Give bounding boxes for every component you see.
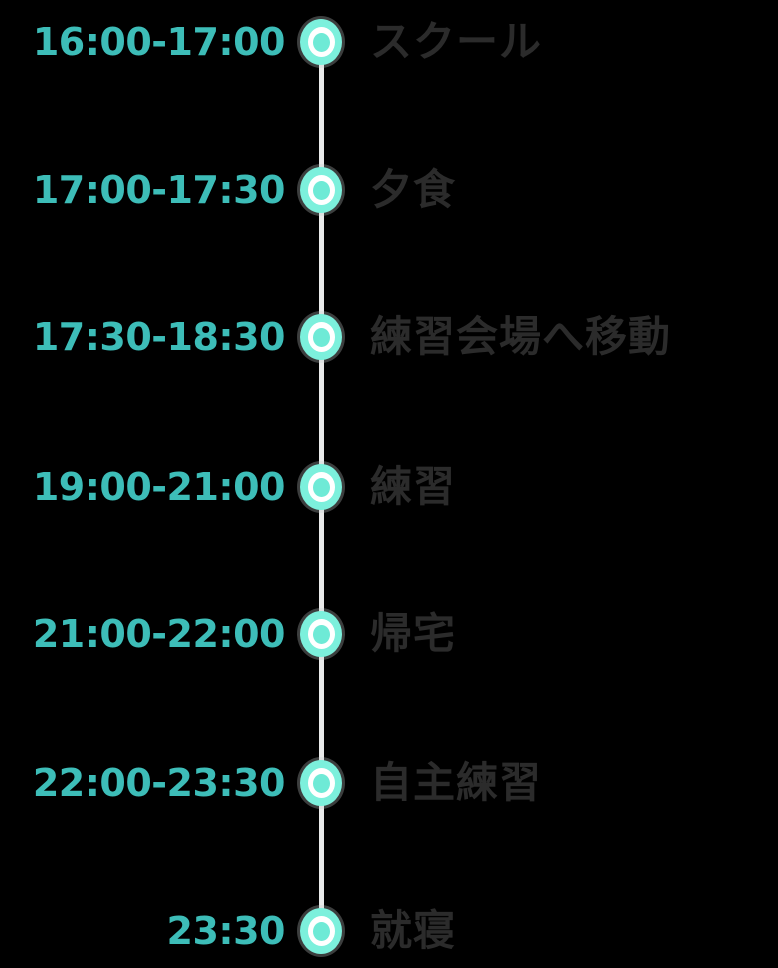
timeline-time-label: 16:00-17:00 (32, 20, 286, 64)
timeline-time-label: 23:30 (166, 909, 286, 953)
timeline-event-label: 夕食 (370, 165, 457, 214)
timeline-marker-ring (307, 175, 335, 205)
timeline-time-label: 17:00-17:30 (32, 168, 286, 212)
timeline-row[interactable]: 16:00-17:00 スクール (0, 5, 778, 79)
timeline-marker-ring (307, 322, 335, 352)
timeline-marker-icon[interactable] (300, 908, 342, 954)
timeline-time-label: 21:00-22:00 (32, 612, 286, 656)
timeline-time-label: 17:30-18:30 (32, 315, 286, 359)
timeline-marker-icon[interactable] (300, 19, 342, 65)
timeline-row[interactable]: 23:30 就寝 (0, 894, 778, 968)
timeline-marker-core (312, 477, 330, 497)
timeline-marker-cell (285, 760, 357, 806)
timeline-marker-icon[interactable] (300, 314, 342, 360)
timeline-marker-core (312, 180, 330, 200)
timeline-marker-cell (285, 464, 357, 510)
timeline-marker-ring (307, 472, 335, 502)
timeline-marker-cell (285, 167, 357, 213)
timeline-row[interactable]: 19:00-21:00 練習 (0, 450, 778, 524)
timeline-marker-ring (307, 768, 335, 798)
timeline-marker-ring (307, 619, 335, 649)
timeline-row[interactable]: 21:00-22:00 帰宅 (0, 597, 778, 671)
timeline-marker-ring (307, 916, 335, 946)
timeline-event-label: 練習 (370, 462, 457, 511)
timeline-row[interactable]: 17:30-18:30 練習会場へ移動 (0, 300, 778, 374)
timeline-event-label: 自主練習 (370, 758, 543, 807)
timeline-marker-cell (285, 908, 357, 954)
timeline-time-label: 22:00-23:30 (32, 761, 286, 805)
timeline-marker-icon[interactable] (300, 611, 342, 657)
timeline-event-label: 練習会場へ移動 (370, 312, 672, 361)
timeline-marker-cell (285, 611, 357, 657)
timeline-marker-cell (285, 314, 357, 360)
timeline-event-label: 帰宅 (370, 609, 457, 658)
timeline-marker-cell (285, 19, 357, 65)
timeline-marker-icon[interactable] (300, 464, 342, 510)
timeline-marker-core (312, 624, 330, 644)
timeline-marker-ring (307, 27, 335, 57)
timeline-row[interactable]: 17:00-17:30 夕食 (0, 153, 778, 227)
timeline-marker-core (312, 327, 330, 347)
timeline-marker-icon[interactable] (300, 760, 342, 806)
timeline-event-label: 就寝 (370, 906, 457, 955)
timeline-marker-core (312, 773, 330, 793)
timeline-time-label: 19:00-21:00 (32, 465, 286, 509)
timeline-marker-core (312, 921, 330, 941)
timeline-event-label: スクール (370, 17, 543, 66)
timeline-marker-core (312, 32, 330, 52)
timeline-row[interactable]: 22:00-23:30 自主練習 (0, 746, 778, 820)
timeline-marker-icon[interactable] (300, 167, 342, 213)
